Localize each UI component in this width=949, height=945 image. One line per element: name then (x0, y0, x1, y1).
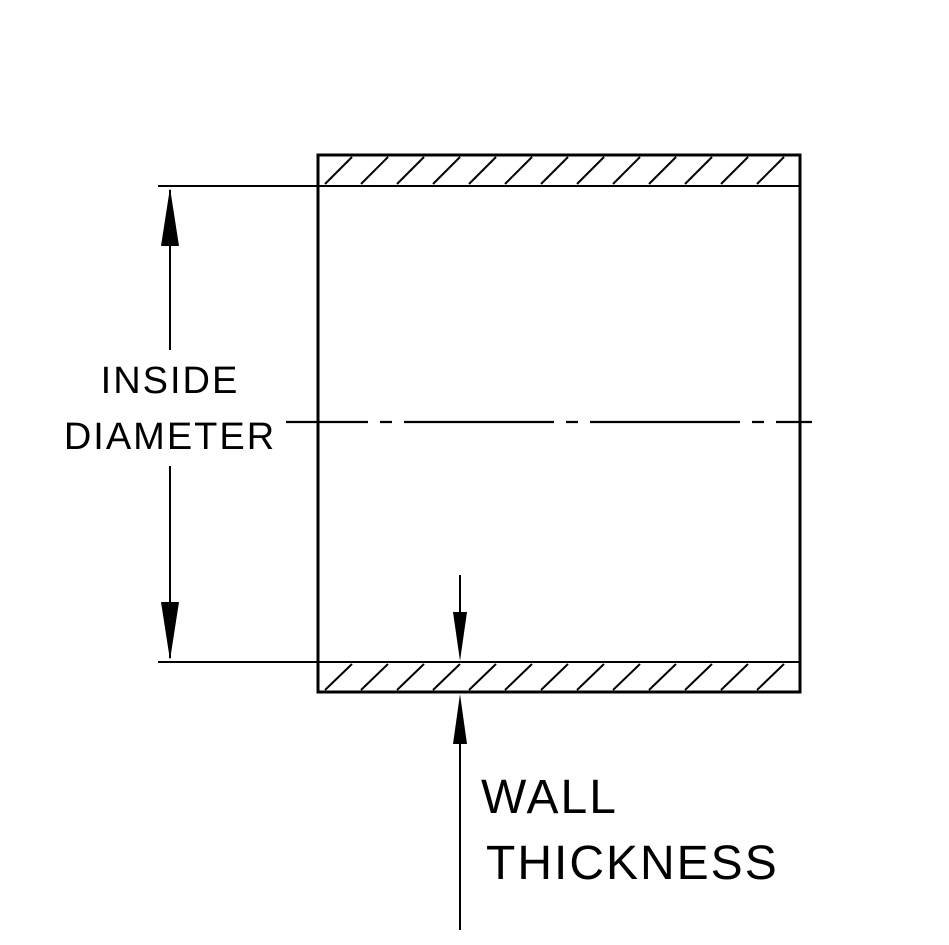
wall-thickness-arrow-up (453, 694, 467, 744)
top-wall-hatch (324, 156, 785, 185)
inside-diameter-label-line1: INSIDE (101, 360, 240, 402)
wall-thickness-label-line1: WALL (481, 771, 618, 824)
inside-diameter-label-line2: DIAMETER (64, 416, 276, 458)
bottom-wall-hatch (324, 663, 785, 691)
inside-diameter-arrow-up (161, 188, 179, 246)
wall-thickness-arrow-down (453, 612, 467, 661)
wall-thickness-label-line2: THICKNESS (486, 837, 779, 890)
tube-outline (316, 153, 802, 694)
inside-diameter-arrow-down (161, 602, 179, 660)
